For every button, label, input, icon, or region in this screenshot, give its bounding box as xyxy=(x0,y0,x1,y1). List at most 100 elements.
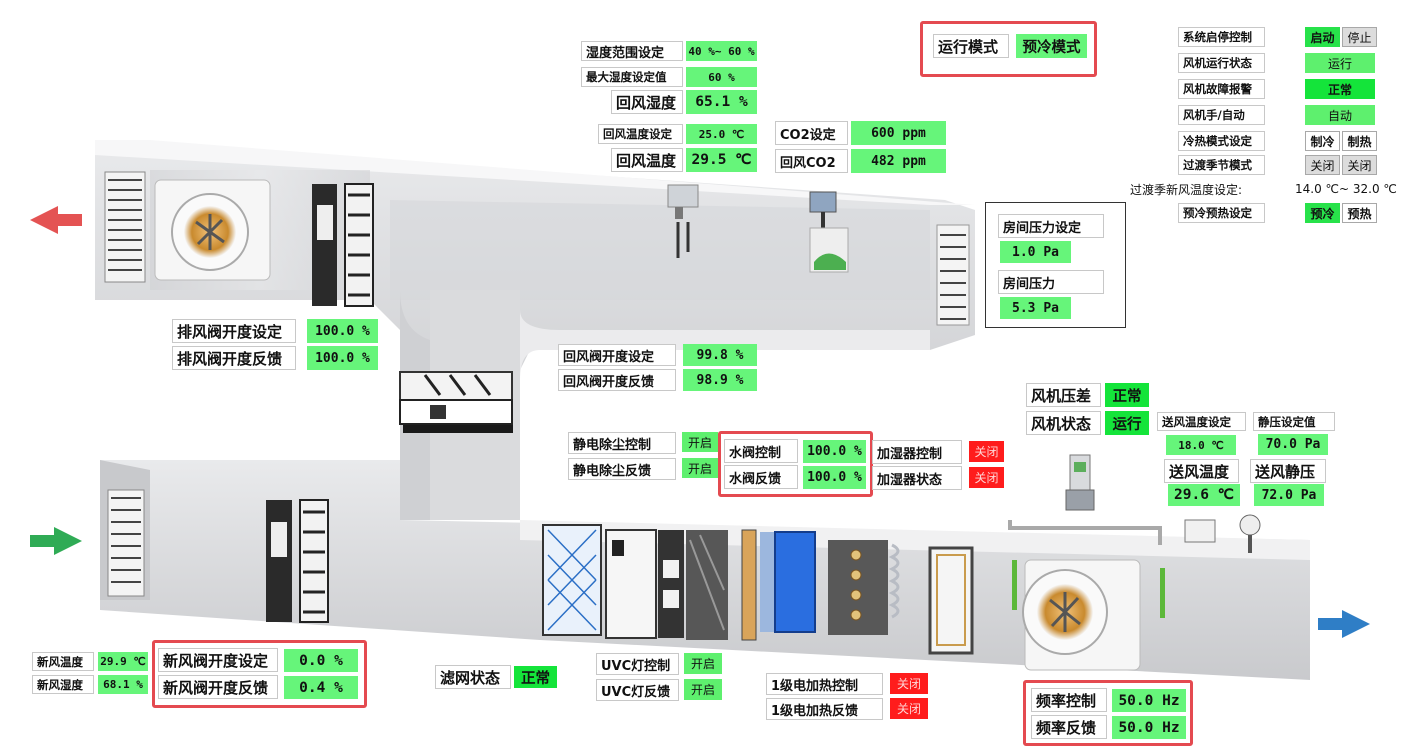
water-valve-fb-value: 100.0 % xyxy=(803,466,866,489)
electrostatic-ctrl-label: 静电除尘控制 xyxy=(568,432,676,454)
return-damper-set-label: 回风阀开度设定 xyxy=(558,344,676,366)
humidifier-state-label: 加湿器状态 xyxy=(872,466,962,490)
room-pressure-set-value[interactable]: 1.0 Pa xyxy=(1000,241,1071,263)
fan-manual-auto-value[interactable]: 自动 xyxy=(1305,105,1375,125)
filter-section xyxy=(542,524,728,640)
heating-coil xyxy=(828,540,974,655)
cooling-coil xyxy=(741,529,816,641)
fan-run-state-value: 运行 xyxy=(1305,53,1375,73)
filter-status-label: 滤网状态 xyxy=(435,665,511,689)
room-pressure-set-label: 房间压力设定 xyxy=(998,214,1104,238)
heater-fb-label: 1级电加热反馈 xyxy=(766,698,883,720)
humidity-range-label: 湿度范围设定 xyxy=(581,41,683,61)
exhaust-arrow-icon xyxy=(30,206,82,234)
fresh-air-humidity-value: 68.1 % xyxy=(98,675,148,694)
water-valve-ctrl-value[interactable]: 100.0 % xyxy=(803,440,866,463)
transition-temp-label: 过渡季新风温度设定: xyxy=(1130,182,1243,197)
water-valve-frame xyxy=(718,431,873,497)
cool-button[interactable]: 制冷 xyxy=(1305,131,1340,151)
cool-heat-mode-label: 冷热模式设定 xyxy=(1178,131,1265,151)
humidifier-ctrl-value[interactable]: 关闭 xyxy=(969,441,1004,462)
stop-button[interactable]: 停止 xyxy=(1342,27,1377,47)
return-sensors xyxy=(667,184,849,273)
frequency-ctrl-label: 频率控制 xyxy=(1031,688,1107,712)
transition-off-button-1[interactable]: 关闭 xyxy=(1305,155,1340,175)
start-button[interactable]: 启动 xyxy=(1305,27,1340,47)
max-humidity-value[interactable]: 60 % xyxy=(686,67,757,87)
co2-set-label: CO2设定 xyxy=(775,121,848,145)
return-temp-value: 29.5 ℃ xyxy=(686,148,757,172)
frequency-fb-label: 频率反馈 xyxy=(1031,715,1107,739)
frequency-ctrl-value[interactable]: 50.0 Hz xyxy=(1112,689,1186,712)
fresh-air-damper xyxy=(266,499,329,623)
heater-ctrl-label: 1级电加热控制 xyxy=(766,673,883,695)
humidity-range-value[interactable]: 40 %~ 60 % xyxy=(686,41,757,61)
humidifier-state-value: 关闭 xyxy=(969,467,1004,488)
fan-dp-label: 风机压差 xyxy=(1026,383,1101,407)
exhaust-damper-fb-label: 排风阀开度反馈 xyxy=(172,346,296,370)
return-temp-label: 回风温度 xyxy=(611,148,683,172)
exhaust-damper xyxy=(312,183,374,307)
uvc-ctrl-label: UVC灯控制 xyxy=(596,653,679,675)
exhaust-damper-fb-value: 100.0 % xyxy=(307,346,378,370)
precool-button[interactable]: 预冷 xyxy=(1305,203,1340,223)
transition-temp-value[interactable]: 14.0 ℃~ 32.0 ℃ xyxy=(1295,182,1397,196)
exhaust-fan xyxy=(154,179,271,281)
co2-set-value[interactable]: 600 ppm xyxy=(851,121,946,145)
fresh-air-temp-label: 新风温度 xyxy=(32,652,94,671)
supply-temp-set-label: 送风温度设定 xyxy=(1157,412,1246,431)
electrostatic-fb-label: 静电除尘反馈 xyxy=(568,458,676,480)
humidity-sensors xyxy=(1012,560,1165,618)
max-humidity-label: 最大湿度设定值 xyxy=(581,67,683,87)
fan-state-label: 风机状态 xyxy=(1026,411,1101,435)
preheat-button[interactable]: 预热 xyxy=(1342,203,1377,223)
run-mode-frame xyxy=(920,21,1097,77)
supply-fan xyxy=(1022,559,1141,671)
fan-manual-auto-label: 风机手/自动 xyxy=(1178,105,1265,125)
fresh-damper-set-value[interactable]: 0.0 % xyxy=(284,649,358,672)
return-temp-set-label: 回风温度设定 xyxy=(598,124,683,144)
fresh-air-louvre xyxy=(107,489,145,597)
precool-preheat-label: 预冷预热设定 xyxy=(1178,203,1265,223)
exhaust-damper-set-label: 排风阀开度设定 xyxy=(172,319,296,343)
supply-static-pressure-label: 送风静压 xyxy=(1250,459,1326,483)
uvc-ctrl-value[interactable]: 开启 xyxy=(684,653,722,674)
heater-fb-value: 关闭 xyxy=(890,698,928,719)
mixing-damper xyxy=(399,371,513,433)
return-damper-set-value[interactable]: 99.8 % xyxy=(683,344,757,366)
fan-state-value: 运行 xyxy=(1105,411,1149,435)
return-damper-fb-label: 回风阀开度反馈 xyxy=(558,369,676,391)
exhaust-damper-set-value[interactable]: 100.0 % xyxy=(307,319,378,343)
room-pressure-label: 房间压力 xyxy=(998,270,1104,294)
supply-static-pressure-value: 72.0 Pa xyxy=(1254,484,1324,506)
frequency-fb-value: 50.0 Hz xyxy=(1112,716,1186,739)
static-pressure-set-value[interactable]: 70.0 Pa xyxy=(1258,434,1328,455)
supply-temp-set-value[interactable]: 18.0 ℃ xyxy=(1166,435,1236,455)
fan-fault-label: 风机故障报警 xyxy=(1178,79,1265,99)
fan-dp-value: 正常 xyxy=(1105,383,1149,407)
fan-run-state-label: 风机运行状态 xyxy=(1178,53,1265,73)
heater-ctrl-value[interactable]: 关闭 xyxy=(890,673,928,694)
return-louvre xyxy=(936,224,970,326)
uvc-fb-label: UVC灯反馈 xyxy=(596,679,679,701)
run-mode-value[interactable]: 预冷模式 xyxy=(1016,34,1087,58)
return-humidity-value: 65.1 % xyxy=(686,90,757,114)
transition-season-label: 过渡季节模式 xyxy=(1178,155,1265,175)
transition-off-button-2[interactable]: 关闭 xyxy=(1342,155,1377,175)
frequency-frame xyxy=(1023,680,1193,746)
fresh-damper-set-label: 新风阀开度设定 xyxy=(158,648,278,672)
water-valve-fb-label: 水阀反馈 xyxy=(724,465,798,489)
pressure-transmitter xyxy=(1008,454,1261,553)
return-humidity-label: 回风湿度 xyxy=(611,90,683,114)
fresh-damper-fb-value: 0.4 % xyxy=(284,676,358,699)
return-damper-fb-value: 98.9 % xyxy=(683,369,757,391)
electrostatic-ctrl-value[interactable]: 开启 xyxy=(682,432,718,452)
return-co2-value: 482 ppm xyxy=(851,149,946,173)
fresh-damper-frame xyxy=(152,640,367,708)
heat-button[interactable]: 制热 xyxy=(1342,131,1377,151)
return-co2-label: 回风CO2 xyxy=(775,149,848,173)
fresh-damper-fb-label: 新风阀开度反馈 xyxy=(158,675,278,699)
return-temp-set-value[interactable]: 25.0 ℃ xyxy=(686,124,757,144)
water-valve-ctrl-label: 水阀控制 xyxy=(724,439,798,463)
